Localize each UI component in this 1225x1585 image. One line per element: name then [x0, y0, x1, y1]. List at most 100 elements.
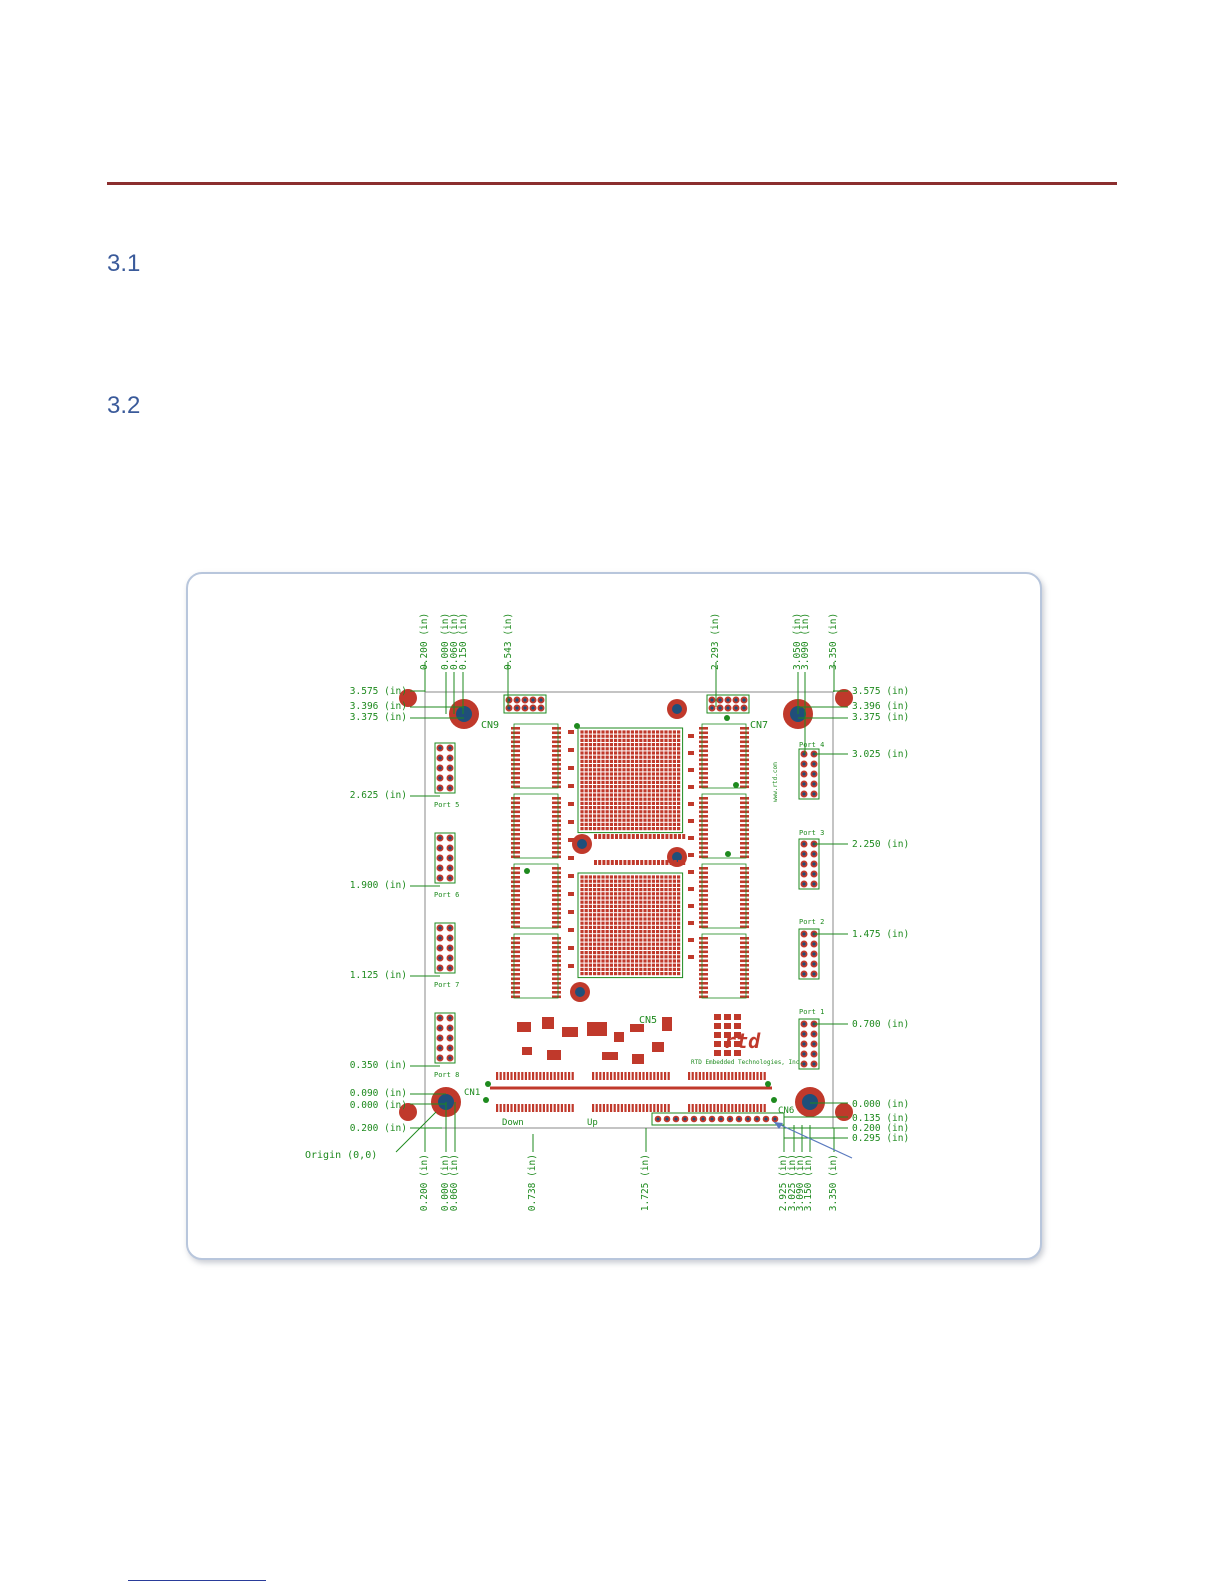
bga-lower-ball	[588, 917, 592, 921]
mounting-hole-center	[456, 706, 472, 722]
port8-header-pin-hole	[438, 1056, 442, 1060]
fine-pitch-pad	[568, 1072, 571, 1080]
bga-upper-ball	[580, 734, 584, 738]
port3-header-pin-hole	[812, 862, 816, 866]
bga-upper-ball	[664, 743, 668, 747]
port6-header-pin-hole	[438, 866, 442, 870]
left-memory-chip-4-pad	[552, 937, 561, 940]
left-memory-chip-3-pad	[552, 880, 561, 884]
fine-pitch-pad	[760, 1104, 763, 1112]
bga-upper-ball	[672, 822, 676, 826]
left-memory-chip-3-pad	[511, 898, 520, 902]
passive-component	[568, 892, 574, 896]
bga-upper-ball	[588, 730, 592, 734]
board-outline	[424, 691, 834, 1129]
left-memory-chip-3-pad	[552, 876, 561, 879]
bga-lower-outline	[577, 872, 684, 979]
left-memory-chip-3-pad	[511, 889, 520, 893]
bga-upper-ball	[668, 818, 672, 822]
bga-upper-ball	[639, 768, 643, 772]
bga-upper-ball	[588, 768, 592, 772]
right-memory-chip-1-pad	[740, 767, 749, 771]
bga-lower-ball	[609, 934, 613, 938]
bga-lower-ball	[635, 967, 639, 971]
fine-pitch-pad	[506, 1072, 509, 1080]
bottom-dimension-label: 0.200 (in)	[419, 1154, 430, 1211]
bga-upper-ball	[614, 755, 618, 759]
fine-pitch-pad	[560, 1104, 563, 1112]
bga-upper-ball	[622, 797, 626, 801]
bga-lower-ball	[651, 883, 655, 887]
bga-upper-ball	[605, 738, 609, 742]
bga-upper-ball	[580, 827, 584, 831]
bga-lower-ball	[651, 875, 655, 879]
port3-header-pin-hole	[802, 882, 806, 886]
right-memory-chip-2-pad	[699, 855, 708, 859]
bga-lower-ball	[635, 951, 639, 955]
bga-lower-ball	[618, 972, 622, 976]
bga-upper-ball	[639, 785, 643, 789]
port6-header-pin-hole	[448, 836, 452, 840]
bga-lower-ball	[580, 896, 584, 900]
bga-lower-ball	[647, 879, 651, 883]
left-memory-chip-4-pad	[552, 968, 561, 972]
bga-lower-ball	[614, 883, 618, 887]
bga-lower-ball	[601, 946, 605, 950]
fine-pitch-pad	[734, 1072, 737, 1080]
right-memory-chip-3-pad	[740, 921, 749, 924]
bga-upper-ball	[664, 785, 668, 789]
bga-lower-ball	[580, 888, 584, 892]
bga-upper-ball	[601, 785, 605, 789]
bga-lower-ball	[639, 942, 643, 946]
bga-upper-ball	[601, 801, 605, 805]
port2-header-pin-hole	[802, 962, 806, 966]
bga-upper-ball	[643, 810, 647, 814]
left-memory-chip-3-pad	[511, 916, 520, 920]
bga-lower-ball	[664, 972, 668, 976]
fine-pitch-pad	[720, 1104, 723, 1112]
bga-upper-ball	[601, 772, 605, 776]
bga-lower-ball	[643, 900, 647, 904]
bga-upper-ball	[660, 785, 664, 789]
bga-lower-ball	[609, 913, 613, 917]
bga-lower-ball	[635, 883, 639, 887]
left-memory-chip-4-pad	[552, 982, 561, 985]
bga-upper-ball	[605, 780, 609, 784]
bga-upper-ball	[626, 768, 630, 772]
port3-header-outline	[798, 838, 820, 890]
port6-label: Port 6	[434, 891, 459, 899]
left-memory-chip-4-pad	[552, 991, 561, 994]
bga-lower-ball	[618, 875, 622, 879]
bga-lower-ball	[635, 888, 639, 892]
bga-upper-ball	[626, 793, 630, 797]
cn6-pin-hole	[683, 1117, 687, 1121]
bga-upper-ball	[593, 801, 597, 805]
bga-upper-ball	[609, 734, 613, 738]
bga-lower-ball	[656, 917, 660, 921]
port8-header-pin-hole	[448, 1036, 452, 1040]
bga-upper-ball	[656, 772, 660, 776]
bga-lower-ball	[643, 913, 647, 917]
bga-lower-ball	[647, 942, 651, 946]
bga-lower-ball	[656, 946, 660, 950]
passive-component	[657, 834, 660, 839]
passive-component	[644, 860, 648, 865]
bga-upper-ball	[597, 785, 601, 789]
bga-lower-ball	[622, 959, 626, 963]
bga-upper-ball	[618, 772, 622, 776]
passive-component	[615, 860, 618, 865]
bga-lower-ball	[660, 900, 664, 904]
bga-lower-ball	[626, 967, 630, 971]
left-memory-chip-3-pad	[511, 921, 520, 924]
bga-upper-ball	[635, 738, 639, 742]
bga-lower-ball	[660, 925, 664, 929]
bga-upper-ball	[668, 789, 672, 793]
right-memory-chip-4-outline	[701, 933, 747, 999]
bga-upper-ball	[664, 751, 668, 755]
bga-upper-ball	[647, 743, 651, 747]
fine-pitch-pad	[620, 1072, 623, 1080]
regulator-pad	[724, 1032, 731, 1038]
right-memory-chip-4-pad	[740, 968, 749, 972]
bga-lower-ball	[626, 900, 630, 904]
bga-lower-ball	[677, 904, 681, 908]
